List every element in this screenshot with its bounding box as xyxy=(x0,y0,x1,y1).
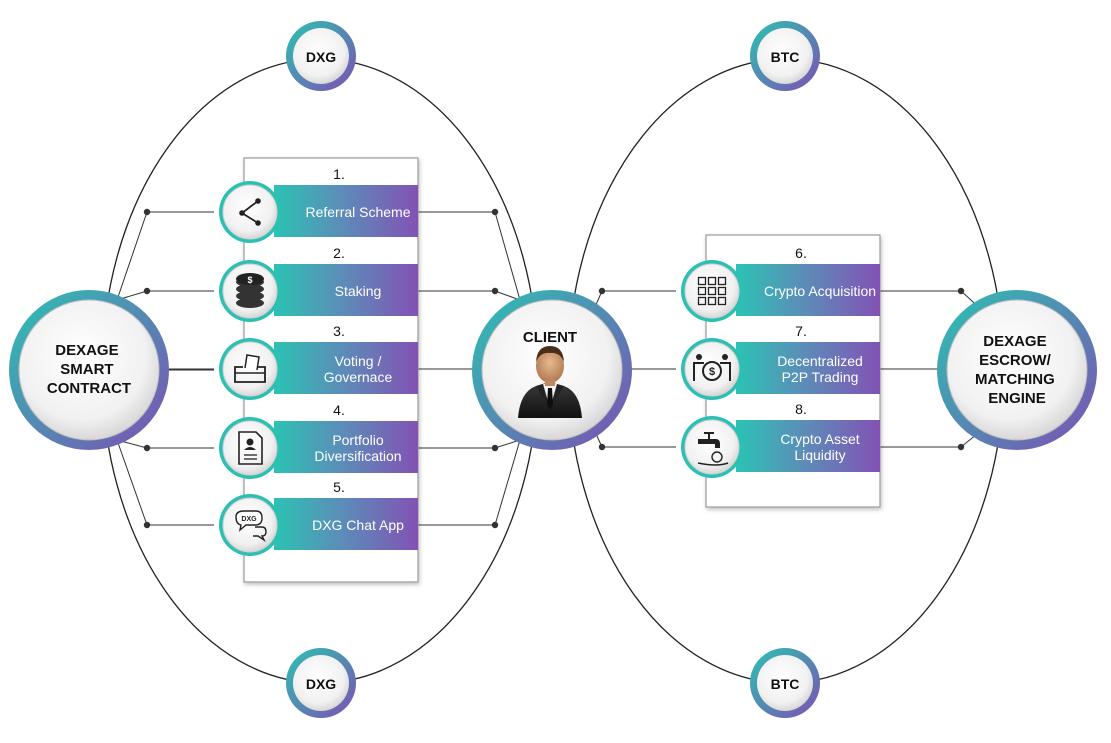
left-feature-label-line: Staking xyxy=(335,283,382,299)
right-feature-bar xyxy=(736,342,880,394)
right-feature-label-line: Crypto Acquisition xyxy=(764,283,876,299)
hub-smart-contract-line-1: DEXAGE xyxy=(55,342,118,359)
left-feature-label-line: Portfolio xyxy=(332,432,384,448)
hub-client: CLIENT xyxy=(472,290,632,450)
profile-document-icon xyxy=(238,431,263,465)
badge-dxg-top: DXG xyxy=(286,21,356,91)
left-feature-label: Staking xyxy=(335,283,382,299)
connector-line xyxy=(494,290,521,301)
svg-text:DXG: DXG xyxy=(241,516,257,523)
left-feature-label-line: Governace xyxy=(324,369,393,385)
left-feature-bar xyxy=(274,498,418,550)
hub-smart-contract-line-3: CONTRACT xyxy=(47,380,131,397)
badge-dxg-bottom-label: DXG xyxy=(306,676,336,692)
share-nodes-icon xyxy=(239,198,261,226)
right-feature-label-line: Decentralized xyxy=(777,353,863,369)
hub-escrow-engine-line-1: DEXAGE xyxy=(983,333,1046,350)
left-feature-number: 2. xyxy=(333,245,345,261)
left-feature-label: DXG Chat App xyxy=(312,517,404,533)
left-feature-number: 3. xyxy=(333,323,345,339)
hub-client-label: CLIENT xyxy=(523,329,577,346)
left-feature-number: 5. xyxy=(333,479,345,495)
blockchain-grid-icon xyxy=(697,276,727,306)
left-feature-label: Voting /Governace xyxy=(324,353,393,385)
left-feature-number: 1. xyxy=(333,166,345,182)
hub-escrow-engine: DEXAGE ESCROW/ MATCHING ENGINE xyxy=(937,290,1097,450)
left-feature-row[interactable]: 3. Voting /Governace xyxy=(219,323,418,400)
badge-btc-top-label: BTC xyxy=(771,49,800,65)
left-feature-bar xyxy=(274,185,418,237)
left-feature-label: Referral Scheme xyxy=(305,204,410,220)
right-feature-label-line: P2P Trading xyxy=(782,369,859,385)
p2p-exchange-icon: $ xyxy=(693,354,731,381)
badge-dxg-bottom: DXG xyxy=(286,648,356,718)
chat-bubbles-icon: DXG xyxy=(235,510,267,543)
badge-dxg-top-label: DXG xyxy=(306,49,336,65)
left-feature-row[interactable]: 2. $ Staking xyxy=(219,245,418,322)
left-feature-bar xyxy=(274,421,418,473)
badge-btc-bottom-label: BTC xyxy=(771,676,800,692)
right-feature-number: 6. xyxy=(795,245,807,261)
left-feature-bar xyxy=(274,264,418,316)
coin-stack-icon: $ xyxy=(236,273,264,308)
right-feature-label: Crypto Acquisition xyxy=(764,283,876,299)
left-feature-label-line: Diversification xyxy=(314,448,401,464)
liquidity-tap-icon xyxy=(697,432,729,466)
left-feature-row[interactable]: 5. DXG DXG Chat App xyxy=(219,479,418,556)
businessman-icon xyxy=(518,346,582,418)
hub-smart-contract-line-2: SMART xyxy=(60,361,113,378)
left-feature-number: 4. xyxy=(333,402,345,418)
svg-text:$: $ xyxy=(247,275,252,285)
connector-line xyxy=(116,211,148,301)
badge-btc-bottom: BTC xyxy=(750,648,820,718)
connector-line xyxy=(494,439,521,526)
left-feature-list: 1. Referral Scheme 2. $ Staking 3. Voting /Gov… xyxy=(219,166,418,556)
left-feature-label-line: DXG Chat App xyxy=(312,517,404,533)
hub-escrow-engine-line-4: ENGINE xyxy=(988,390,1046,407)
right-feature-number: 8. xyxy=(795,401,807,417)
right-feature-label-line: Crypto Asset xyxy=(780,431,859,447)
left-feature-bar xyxy=(274,342,418,394)
svg-text:DEXAGE ESCROW/ MAT: DEXAGE ESCROW/ MATCHING ENGINE xyxy=(975,333,1059,407)
right-feature-row[interactable]: 6. Crypto Acquisition xyxy=(681,245,880,322)
left-feature-label-line: Referral Scheme xyxy=(305,204,410,220)
hub-smart-contract: DEXAGE SMART CONTRACT xyxy=(9,290,169,450)
right-feature-bar xyxy=(736,264,880,316)
hub-escrow-engine-line-3: MATCHING xyxy=(975,371,1055,388)
svg-text:$: $ xyxy=(709,366,715,378)
right-feature-number: 7. xyxy=(795,323,807,339)
connector-line xyxy=(116,439,148,526)
ballot-box-icon xyxy=(234,354,266,383)
svg-text:DEXAGE SMART CONTR: DEXAGE SMART CONTRACT xyxy=(47,342,131,397)
left-feature-label-line: Voting / xyxy=(335,353,382,369)
right-feature-bar xyxy=(736,420,880,472)
badge-btc-top: BTC xyxy=(750,21,820,91)
right-feature-label-line: Liquidity xyxy=(794,447,845,463)
hub-escrow-engine-line-2: ESCROW/ xyxy=(979,352,1052,369)
left-feature-row[interactable]: 1. Referral Scheme xyxy=(219,166,418,243)
connector-line xyxy=(494,211,521,301)
